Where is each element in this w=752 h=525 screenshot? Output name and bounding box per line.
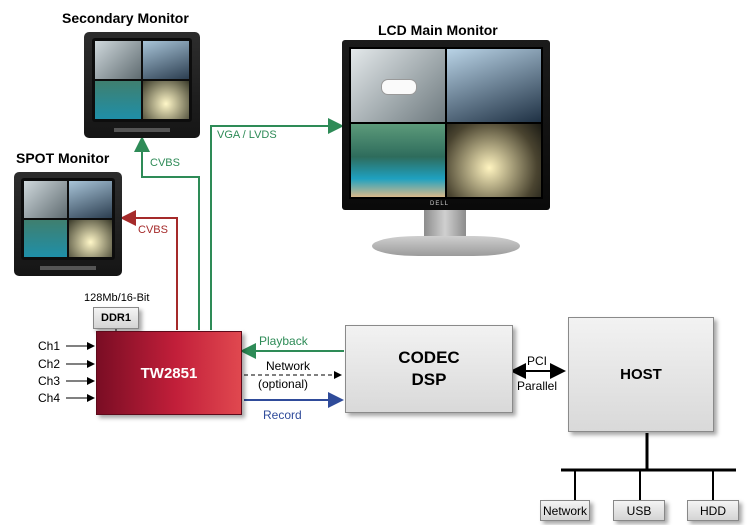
usb-peripheral: USB — [613, 500, 665, 521]
lcd-main-monitor-title: LCD Main Monitor — [378, 22, 498, 38]
network-optional-label: (optional) — [258, 377, 309, 391]
secondary-monitor — [84, 32, 200, 138]
secondary-monitor-title: Secondary Monitor — [62, 10, 189, 26]
codec-dsp-block: CODEC DSP — [345, 325, 513, 413]
spot-monitor-title: SPOT Monitor — [16, 150, 110, 166]
host-block: HOST — [568, 317, 714, 432]
host-label: HOST — [620, 366, 662, 383]
cvbs-secondary-label: CVBS — [150, 157, 180, 169]
brand-logo: DELL — [430, 201, 450, 207]
playback-label: Playback — [259, 334, 308, 348]
lcd-main-monitor: DELL — [342, 40, 550, 210]
codec-label: CODEC — [398, 348, 460, 367]
vga-lvds-wire — [210, 118, 344, 330]
tw2851-block: TW2851 — [96, 331, 242, 415]
tw2851-label: TW2851 — [140, 364, 198, 382]
ddr1-block: DDR1 — [93, 307, 139, 329]
dsp-label: DSP — [411, 370, 447, 389]
cvbs-secondary-wire — [134, 136, 200, 330]
ch1-label: Ch1 — [38, 339, 61, 353]
network-peripheral-label: Network — [542, 503, 587, 518]
usb-peripheral-label: USB — [626, 503, 652, 518]
network-peripheral: Network — [540, 500, 590, 521]
pci-label: PCI — [527, 354, 548, 368]
lcd-base — [372, 236, 520, 256]
network-label: Network — [266, 359, 311, 373]
hdd-peripheral: HDD — [687, 500, 739, 521]
parallel-label: Parallel — [517, 379, 558, 393]
ddr-spec: 128Mb/16-Bit — [84, 292, 150, 304]
cvbs-spot-label: CVBS — [138, 224, 168, 236]
spot-monitor — [14, 172, 122, 276]
cvbs-spot-wire — [120, 210, 178, 330]
ch4-label: Ch4 — [38, 391, 61, 405]
vga-lvds-label: VGA / LVDS — [217, 129, 277, 141]
hdd-peripheral-label: HDD — [700, 503, 726, 518]
ch3-label: Ch3 — [38, 374, 61, 388]
record-label: Record — [263, 408, 302, 422]
ch2-label: Ch2 — [38, 357, 61, 371]
lcd-stand — [424, 210, 466, 238]
ddr1-label: DDR1 — [101, 312, 131, 324]
